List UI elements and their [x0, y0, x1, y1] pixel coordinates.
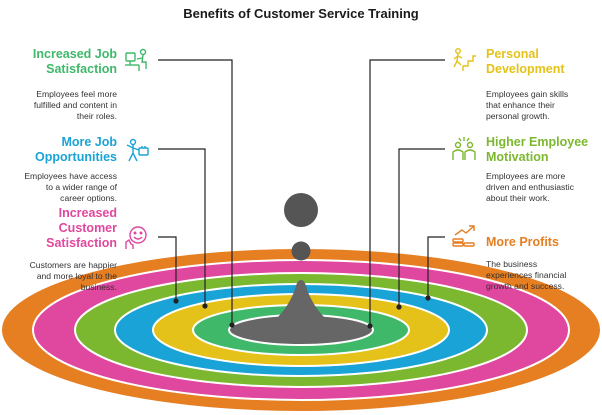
happy-customer-icon [125, 226, 147, 249]
desk-worker-icon [125, 48, 147, 71]
benefit-heading: More Profits [486, 235, 559, 249]
connector-customer-satisfaction [158, 236, 177, 301]
money-growth-icon [452, 225, 475, 247]
splash-peak [258, 280, 344, 330]
droplet-large [284, 193, 318, 227]
connector-employee-motivation [398, 148, 445, 307]
diagram-title: Benefits of Customer Service Training [183, 6, 419, 21]
connector-personal-development [369, 59, 445, 326]
climbing-stairs-icon [453, 48, 476, 71]
job-seeker-icon [126, 138, 149, 162]
motivated-team-icon [452, 137, 476, 160]
droplet-small [291, 241, 311, 261]
connector-job-satisfaction [158, 59, 233, 325]
connector-dots [173, 295, 431, 329]
connector-more-profits [427, 236, 445, 298]
connector-job-opportunities [158, 148, 206, 306]
connector-lines [158, 59, 445, 326]
